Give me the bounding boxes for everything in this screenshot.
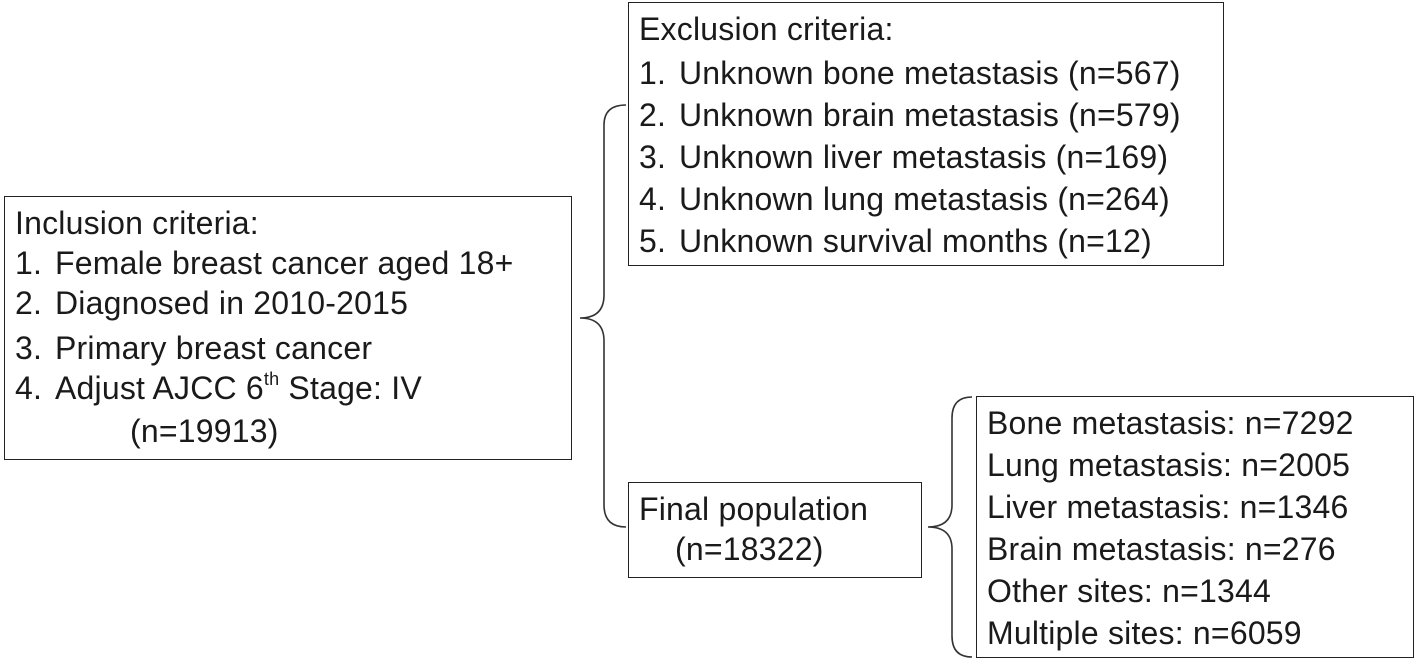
item-number: 1.: [639, 55, 667, 91]
exclusion-heading: Exclusion criteria:: [639, 11, 894, 47]
site-item-lung: Lung metastasis: n=2005: [987, 447, 1351, 483]
site-item-brain: Brain metastasis: n=276: [987, 531, 1336, 567]
item-text-after: Stage: IV: [279, 370, 422, 406]
inclusion-item-1: 1. Female breast cancer aged 18+: [15, 243, 514, 283]
item-text: Diagnosed in 2010-2015: [55, 285, 409, 321]
site-item-bone: Bone metastasis: n=7292: [987, 405, 1354, 441]
final-population-count: (n=18322): [675, 531, 824, 567]
inclusion-item-2: 2. Diagnosed in 2010-2015: [15, 283, 408, 323]
exclusion-item-4: 4. Unknown lung metastasis (n=264): [639, 179, 1170, 219]
exclusion-item-1: 1. Unknown bone metastasis (n=567): [639, 53, 1181, 93]
item-number: 1.: [15, 245, 43, 281]
inclusion-count: (n=19913): [130, 413, 279, 449]
item-text: Unknown liver metastasis (n=169): [679, 139, 1169, 175]
final-population-box: Final population (n=18322): [628, 482, 922, 578]
exclusion-criteria-box: Exclusion criteria: 1. Unknown bone metas…: [628, 2, 1224, 266]
item-number: 4.: [15, 370, 43, 406]
item-text: Adjust AJCC 6: [55, 370, 264, 406]
item-number: 4.: [639, 181, 667, 217]
item-number: 3.: [15, 330, 43, 366]
item-text: Unknown lung metastasis (n=264): [679, 181, 1170, 217]
item-number: 3.: [639, 139, 667, 175]
inclusion-heading: Inclusion criteria:: [15, 205, 259, 241]
site-item-multiple: Multiple sites: n=6059: [987, 615, 1302, 651]
item-text: Unknown survival months (n=12): [679, 223, 1152, 259]
final-population-label: Final population: [639, 491, 869, 527]
item-number: 2.: [15, 285, 43, 321]
bracket-final-to-sites: [927, 396, 973, 658]
exclusion-item-5: 5. Unknown survival months (n=12): [639, 221, 1152, 261]
item-number: 5.: [639, 223, 667, 259]
bracket-inclusion-to-outcomes: [579, 104, 627, 528]
exclusion-item-3: 3. Unknown liver metastasis (n=169): [639, 137, 1168, 177]
item-number: 2.: [639, 97, 667, 133]
inclusion-criteria-box: Inclusion criteria: 1. Female breast canc…: [4, 196, 572, 460]
site-item-other: Other sites: n=1344: [987, 573, 1271, 609]
metastasis-sites-box: Bone metastasis: n=7292 Lung metastasis:…: [976, 396, 1414, 658]
item-text: Primary breast cancer: [55, 330, 373, 366]
item-text: Female breast cancer aged 18+: [55, 245, 514, 281]
inclusion-item-4: 4. Adjust AJCC 6th Stage: IV: [15, 368, 422, 408]
superscript-th: th: [263, 369, 280, 389]
site-item-liver: Liver metastasis: n=1346: [987, 489, 1349, 525]
item-text: Unknown bone metastasis (n=567): [679, 55, 1181, 91]
exclusion-item-2: 2. Unknown brain metastasis (n=579): [639, 95, 1181, 135]
item-text: Unknown brain metastasis (n=579): [679, 97, 1181, 133]
inclusion-item-3: 3. Primary breast cancer: [15, 328, 372, 368]
